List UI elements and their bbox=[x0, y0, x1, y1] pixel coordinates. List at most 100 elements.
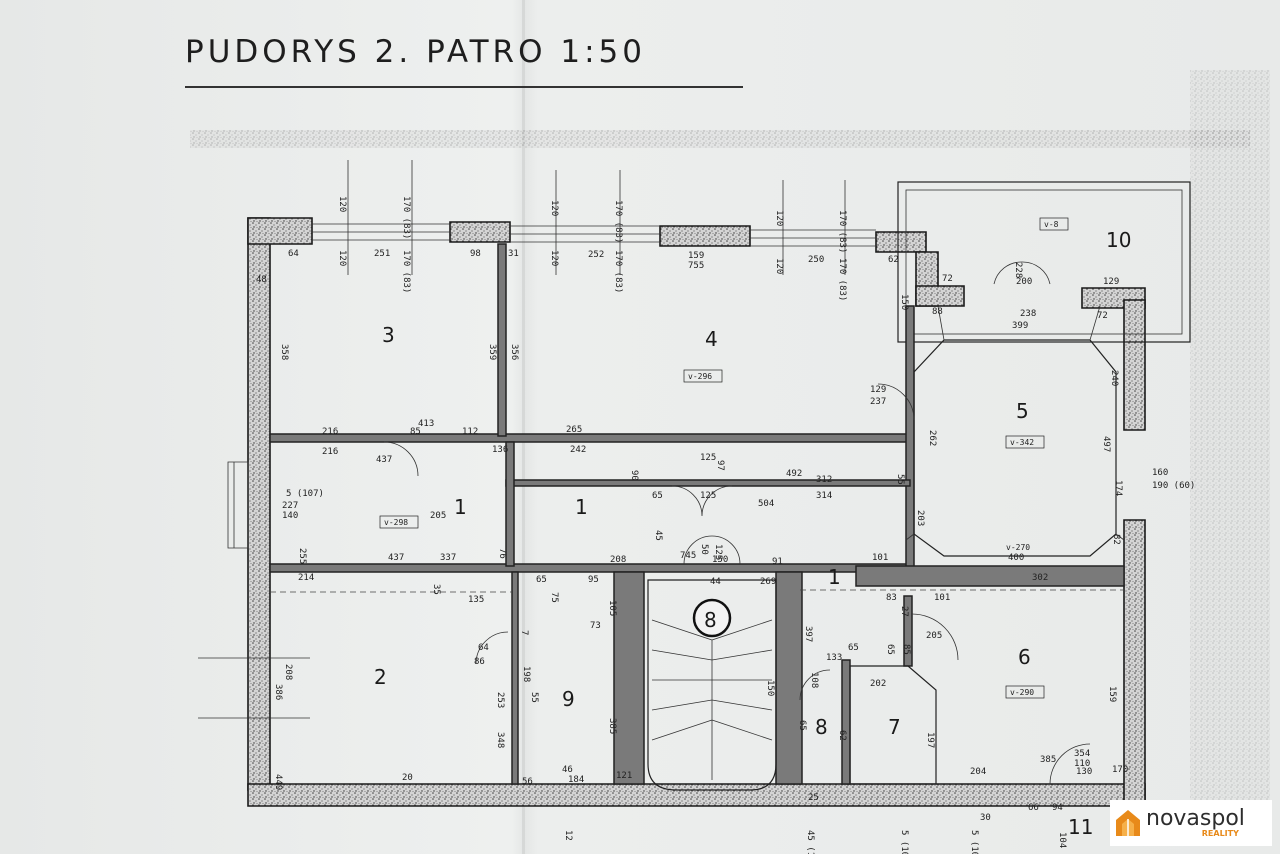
dimension-label: 170 (83) bbox=[613, 250, 623, 293]
dimension-label: 449 bbox=[273, 774, 283, 790]
dimension-label: 97 bbox=[715, 460, 725, 471]
room-7-outline bbox=[849, 665, 937, 785]
west-dimension-lines bbox=[198, 657, 310, 719]
dimension-label: 197 bbox=[925, 732, 935, 748]
room-1-label: 1 bbox=[575, 495, 588, 519]
dimension-label: 437 bbox=[376, 455, 392, 465]
outer-wall-north-mid1 bbox=[449, 221, 511, 243]
dimension-label: 228 bbox=[1013, 262, 1023, 278]
dimension-label: 82 bbox=[1111, 534, 1121, 545]
dimension-label: 397 bbox=[803, 626, 813, 642]
dimension-label: 255 bbox=[297, 548, 307, 564]
wall-1-2 bbox=[269, 563, 911, 573]
dimension-label: 65 bbox=[848, 643, 859, 653]
room-8-label: 8 bbox=[815, 715, 828, 739]
window-west bbox=[227, 461, 249, 549]
dimension-label: 76 bbox=[497, 548, 507, 559]
height-tag-5-bay: v-270 bbox=[1006, 543, 1030, 552]
dimension-label: 240 bbox=[1109, 370, 1119, 386]
outer-wall-north-mid2 bbox=[659, 225, 751, 247]
dimension-label: 20 bbox=[402, 773, 413, 783]
dimension-label: 140 bbox=[282, 511, 298, 521]
room-5-bay-corners bbox=[905, 305, 1125, 541]
dimension-label: 385 bbox=[1040, 755, 1056, 765]
room-4-label: 4 bbox=[705, 327, 718, 351]
dimension-label: 208 bbox=[610, 555, 626, 565]
dimension-label: 66 bbox=[1028, 803, 1039, 813]
dimension-label: 238 bbox=[1020, 309, 1036, 319]
dimension-label: 129 bbox=[1103, 277, 1119, 287]
balcony-inner bbox=[905, 189, 1183, 335]
dimension-label: 120 bbox=[774, 258, 784, 274]
dimension-label: 12 bbox=[563, 830, 573, 841]
dimension-label: 95 bbox=[588, 575, 599, 585]
height-tag-box-1 bbox=[379, 515, 419, 529]
dimension-label: 170 (83) bbox=[613, 200, 623, 243]
door-arc-3 bbox=[383, 441, 419, 477]
dimension-label: 56 bbox=[522, 777, 533, 787]
dimension-label: 251 bbox=[374, 249, 390, 259]
height-tag-4: v-296 bbox=[688, 372, 712, 381]
wall-4-corridor bbox=[505, 479, 911, 487]
dimension-label: 31 bbox=[508, 249, 519, 259]
dimension-label: 50 bbox=[699, 544, 709, 555]
noise-right bbox=[1190, 70, 1270, 800]
dimension-label: 120 bbox=[337, 196, 347, 212]
door-arc-2 bbox=[475, 631, 509, 665]
dimension-label: 337 bbox=[440, 553, 456, 563]
dimension-label: 252 bbox=[588, 250, 604, 260]
room-5-bay bbox=[913, 339, 1117, 557]
dimension-label: 65 bbox=[797, 720, 807, 731]
dimension-label: 72 bbox=[1097, 311, 1108, 321]
dimension-label: 170 (83) bbox=[401, 196, 411, 239]
dimension-label: 205 bbox=[926, 631, 942, 641]
dimension-label: 250 bbox=[808, 255, 824, 265]
dimension-label: 227 bbox=[282, 501, 298, 511]
door-arc-5 bbox=[877, 383, 915, 421]
door-arc-balcony bbox=[993, 261, 1051, 285]
height-tag-box-5 bbox=[1005, 435, 1045, 449]
dimension-label: 45 (107) bbox=[805, 830, 815, 854]
wall-5-6 bbox=[855, 565, 1125, 587]
dimension-label: 135 bbox=[468, 595, 484, 605]
dimension-label: 399 bbox=[1012, 321, 1028, 331]
dimension-label: 65 bbox=[885, 644, 895, 655]
dimension-label: 5 (107) bbox=[899, 830, 909, 854]
dimension-label: 354 bbox=[1074, 749, 1090, 759]
outer-wall-east bbox=[1123, 299, 1146, 431]
dimension-label: 159 bbox=[1107, 686, 1117, 702]
stair-marker bbox=[692, 598, 732, 638]
dimension-label: 25 bbox=[808, 793, 819, 803]
dimension-label: 129 bbox=[870, 385, 886, 395]
dimension-label: 265 bbox=[566, 425, 582, 435]
height-tag-box-6 bbox=[1005, 685, 1045, 699]
dimension-label: 302 bbox=[1032, 573, 1048, 583]
dimension-label: 200 bbox=[1016, 277, 1032, 287]
dimension-label: 492 bbox=[786, 469, 802, 479]
dimension-label: 170 (83) bbox=[401, 250, 411, 293]
dimension-label: 94 bbox=[1052, 803, 1063, 813]
dimension-label: 312 bbox=[816, 475, 832, 485]
dimension-label: 174 bbox=[1113, 480, 1123, 496]
dimension-label: 314 bbox=[816, 491, 832, 501]
room-1b-label: 1 bbox=[454, 495, 467, 519]
room-8-stair-label: 8 bbox=[704, 608, 717, 632]
dimension-label: 253 bbox=[495, 692, 505, 708]
dimension-label: 198 bbox=[521, 666, 531, 682]
window-north-1 bbox=[312, 223, 450, 241]
dimension-label: 214 bbox=[298, 573, 314, 583]
door-arc-8 bbox=[799, 669, 831, 701]
dimension-label: 105 bbox=[607, 600, 617, 616]
staircase-outline bbox=[647, 579, 777, 791]
dimension-label: 184 bbox=[568, 775, 584, 785]
title-underline bbox=[185, 86, 743, 88]
plan-title: PUDORYS 2. PATRO 1:50 bbox=[185, 34, 646, 70]
dimension-label: 125 bbox=[713, 544, 723, 560]
dimension-label: 65 bbox=[536, 575, 547, 585]
wall-between-3-1 bbox=[269, 433, 911, 443]
dimension-label: 30 bbox=[980, 813, 991, 823]
dimension-label: 208 bbox=[283, 664, 293, 680]
dimension-label: 55 bbox=[895, 474, 905, 485]
dimension-label: 85 bbox=[901, 644, 911, 655]
